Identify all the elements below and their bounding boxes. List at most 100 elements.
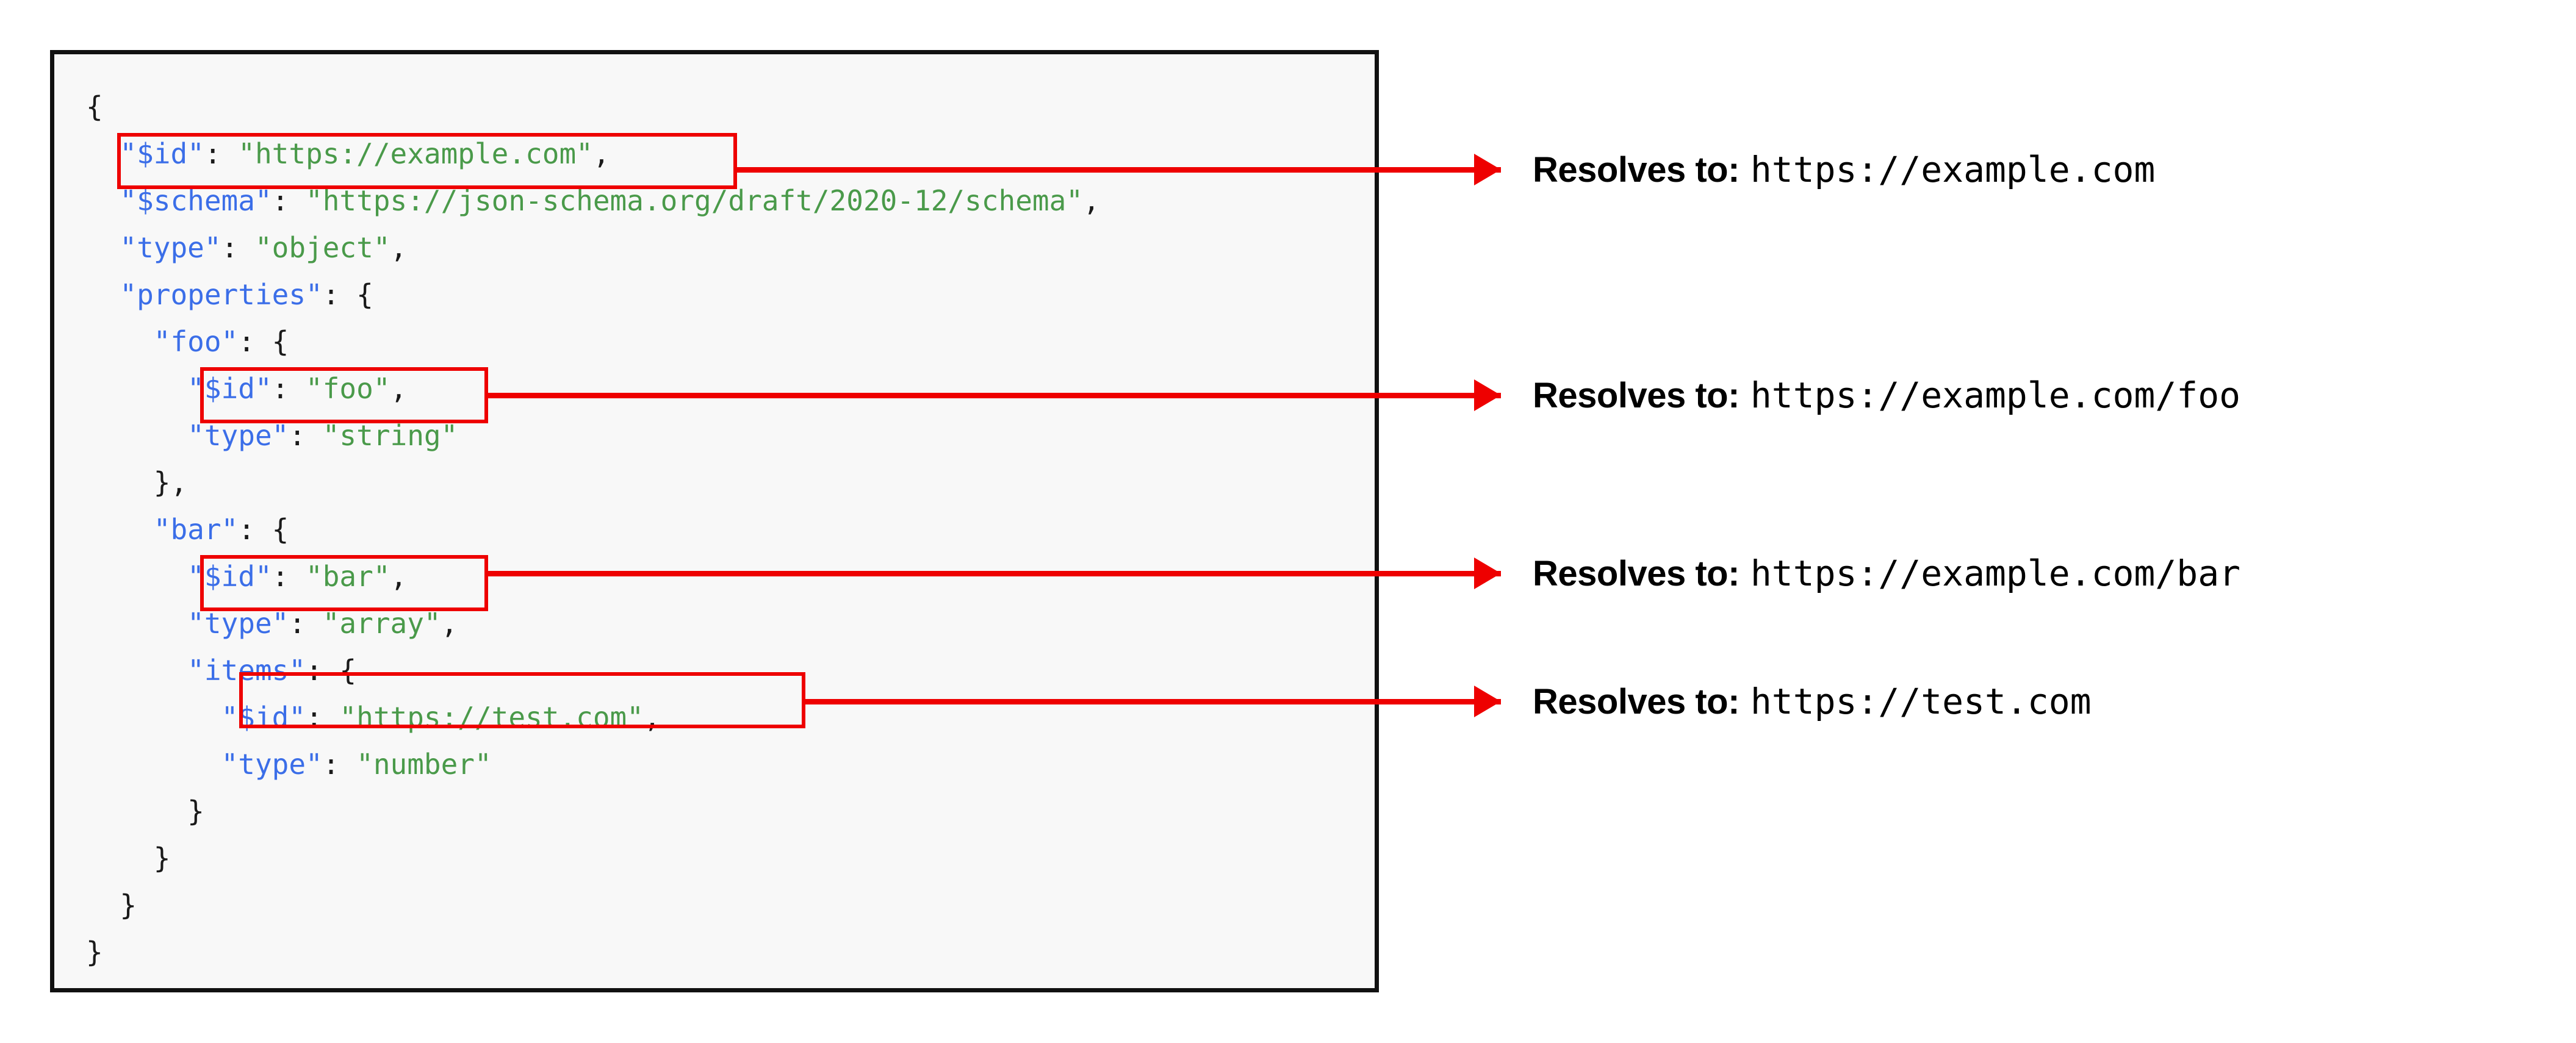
code-token-punct: } (153, 842, 171, 875)
code-indent (86, 184, 120, 217)
code-token-key: "type" (120, 231, 221, 264)
arrow-head-icon (1474, 154, 1501, 185)
code-indent (86, 466, 154, 499)
code-indent (86, 278, 120, 311)
code-token-punct: : (204, 137, 239, 170)
code-token-punct: }, (153, 466, 188, 499)
code-token-key: "bar" (153, 513, 239, 546)
code-token-str: "https://test.com" (339, 701, 644, 734)
code-token-punct: : { (322, 278, 373, 311)
resolved-url-value: https://example.com/foo (1750, 375, 2241, 416)
code-token-str: "bar" (306, 560, 390, 593)
code-token-punct: : { (238, 325, 289, 358)
code-token-punct: , (390, 372, 408, 405)
code-token-str: "https://example.com" (238, 137, 593, 170)
code-token-key: "$id" (187, 560, 272, 593)
code-token-key: "$schema" (120, 184, 272, 217)
code-line: "items": { (86, 647, 1100, 694)
code-token-punct: } (120, 889, 137, 922)
code-line: "type": "string" (86, 412, 1100, 459)
code-line: "$id": "https://example.com", (86, 131, 1100, 177)
code-token-str: "object" (254, 231, 390, 264)
code-indent (86, 842, 154, 875)
code-token-punct: , (390, 231, 408, 264)
arrow-head-icon (1474, 686, 1501, 717)
code-token-punct: } (187, 795, 204, 828)
code-token-punct: : (272, 184, 306, 217)
code-token-key: "foo" (153, 325, 239, 358)
code-listing: { "$id": "https://example.com", "$schema… (86, 84, 1100, 976)
resolves-to-label: Resolves to: (1533, 376, 1740, 415)
code-token-punct: : (306, 701, 340, 734)
code-token-str: "array" (322, 607, 441, 640)
code-token-punct: { (86, 90, 103, 123)
code-line: } (86, 788, 1100, 835)
code-token-punct: } (86, 936, 103, 969)
code-line: "foo": { (86, 318, 1100, 365)
code-token-key: "type" (187, 607, 289, 640)
code-indent (86, 560, 187, 593)
code-token-punct: : (322, 748, 357, 781)
code-token-punct: , (1082, 184, 1100, 217)
connector-foo (488, 393, 1501, 398)
code-indent (86, 701, 221, 734)
code-token-key: "type" (221, 748, 323, 781)
code-token-punct: : (272, 372, 306, 405)
code-indent (86, 231, 120, 264)
code-line: } (86, 882, 1100, 929)
connector-items (805, 699, 1501, 704)
annotation-foo: Resolves to: https://example.com/foo (1533, 375, 2240, 416)
code-token-punct: : { (306, 654, 357, 687)
connector-bar (488, 571, 1501, 576)
resolves-to-label: Resolves to: (1533, 682, 1740, 722)
code-token-key: "$id" (120, 137, 204, 170)
code-token-key: "properties" (120, 278, 323, 311)
code-line: "$id": "https://test.com", (86, 694, 1100, 741)
arrow-head-icon (1474, 557, 1501, 589)
code-token-str: "foo" (306, 372, 390, 405)
code-panel: { "$id": "https://example.com", "$schema… (50, 50, 1379, 992)
code-token-punct: : (289, 419, 323, 452)
code-line: "bar": { (86, 506, 1100, 553)
code-indent (86, 654, 187, 687)
code-line: } (86, 929, 1100, 976)
code-line: }, (86, 459, 1100, 506)
code-token-punct: : { (238, 513, 289, 546)
code-line: "type": "number" (86, 741, 1100, 788)
code-line: } (86, 835, 1100, 882)
code-token-punct: : (289, 607, 323, 640)
code-indent (86, 607, 187, 640)
resolves-to-label: Resolves to: (1533, 554, 1740, 593)
annotation-items: Resolves to:https://test.com (1533, 681, 2092, 722)
code-indent (86, 889, 120, 922)
resolved-url-value: https://example.com/bar (1750, 553, 2241, 594)
code-line: "properties": { (86, 271, 1100, 318)
code-token-str: "string" (322, 419, 458, 452)
code-line: "$id": "foo", (86, 365, 1100, 412)
code-token-punct: , (441, 607, 458, 640)
code-indent (86, 325, 154, 358)
code-indent (86, 795, 187, 828)
code-token-str: "number" (356, 748, 492, 781)
code-line: "$schema": "https://json-schema.org/draf… (86, 177, 1100, 224)
code-token-key: "$id" (187, 372, 272, 405)
code-indent (86, 137, 120, 170)
connector-root (737, 167, 1501, 173)
code-line: { (86, 84, 1100, 131)
resolves-to-label: Resolves to: (1533, 150, 1740, 190)
resolved-url-value: https://example.com (1750, 149, 2156, 190)
resolved-url-value: https://test.com (1750, 681, 2092, 722)
code-line: "type": "array", (86, 600, 1100, 647)
code-token-key: "items" (187, 654, 306, 687)
code-token-punct: : (221, 231, 255, 264)
code-token-punct: , (592, 137, 610, 170)
code-line: "$id": "bar", (86, 553, 1100, 600)
annotation-root: Resolves to:https://example.com (1533, 149, 2155, 190)
code-token-str: "https://json-schema.org/draft/2020-12/s… (306, 184, 1083, 217)
annotation-bar: Resolves to: https://example.com/bar (1533, 553, 2240, 594)
code-indent (86, 513, 154, 546)
code-indent (86, 419, 187, 452)
arrow-head-icon (1474, 379, 1501, 411)
code-indent (86, 372, 187, 405)
code-indent (86, 748, 221, 781)
